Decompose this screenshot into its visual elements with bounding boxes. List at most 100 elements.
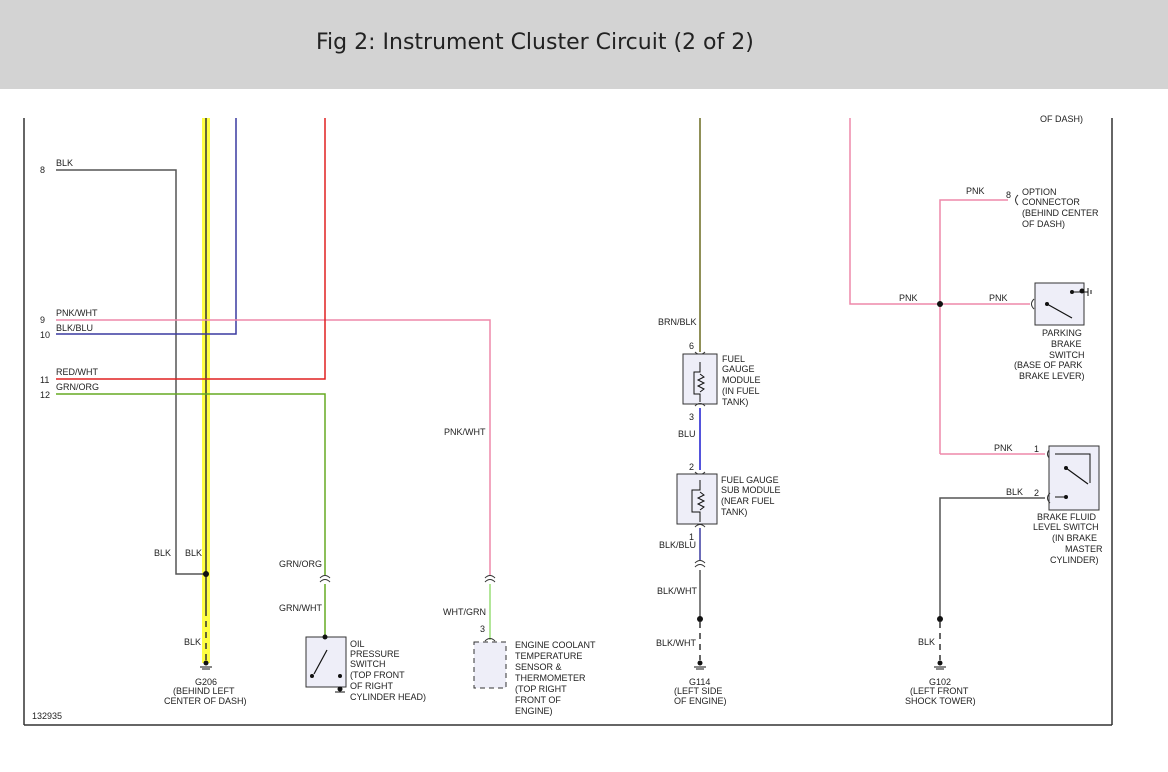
park-pnk-right-label: PNK [989, 293, 1008, 303]
pin-10: 10 [40, 330, 50, 340]
fluid-pin-1: 1 [1034, 444, 1039, 454]
pin-11: 11 [40, 375, 49, 385]
brake-circuit: PNK 8 OPTION CONNECTOR (BEHIND CENTER OF… [849, 118, 1103, 706]
fuel-sub-desc-2: SUB MODULE [721, 485, 781, 495]
wire-pnkwht [56, 319, 491, 575]
fuel-module-desc-1: FUEL [722, 354, 745, 364]
oil-connector-icon [319, 575, 331, 583]
oil-desc-1: OIL [350, 639, 365, 649]
fuel-pin-1: 1 [689, 532, 694, 542]
wire-label-redwht: RED/WHT [56, 367, 98, 377]
g206-blk-label-1: BLK [154, 548, 171, 558]
fluid-desc-3: (IN BRAKE [1052, 533, 1097, 543]
fuel-module-desc-4: (IN FUEL [722, 386, 760, 396]
g206-blk-label-3: BLK [184, 637, 201, 647]
fuel-pin-3: 3 [689, 412, 694, 422]
option-desc-1: OPTION [1022, 187, 1057, 197]
coolant-connector-icon [484, 575, 496, 583]
g102-desc-2: SHOCK TOWER) [905, 696, 976, 706]
park-desc-2: BRAKE [1051, 339, 1082, 349]
fluid-blk-label: BLK [1006, 487, 1023, 497]
g114-desc-2: OF ENGINE) [674, 696, 727, 706]
park-desc-3: SWITCH [1049, 350, 1085, 360]
fuel-module-desc-2: GAUGE [722, 364, 755, 374]
wire-label-blk: BLK [56, 158, 73, 168]
oil-desc-2: PRESSURE [350, 649, 400, 659]
fuel-wire-blkwht-1: BLK/WHT [657, 586, 698, 596]
g102-name: G102 [929, 677, 951, 687]
coolant-desc-7: ENGINE) [515, 706, 553, 716]
fluid-desc-5: CYLINDER) [1050, 555, 1099, 565]
wire-grnorg [56, 393, 326, 575]
pin-8: 8 [40, 165, 45, 175]
fuel-wire-blkblu-label: BLK/BLU [659, 540, 696, 550]
oil-switch-box [305, 636, 347, 688]
pin-12: 12 [40, 390, 50, 400]
fuel-sub-desc-4: TANK) [721, 507, 747, 517]
coolant-sensor-box [473, 641, 507, 689]
park-pnk-left-label: PNK [899, 293, 918, 303]
page-title: Fig 2: Instrument Cluster Circuit (2 of … [316, 30, 754, 55]
oil-switch-icon [313, 649, 328, 675]
wire-blk-pin8 [56, 169, 206, 575]
wire-redwht [56, 118, 326, 380]
fuel-sub-desc-3: (NEAR FUEL [721, 496, 775, 506]
coolant-desc-5: (TOP RIGHT [515, 684, 567, 694]
g206-ground: BLK BLK BLK G206 (BEHIND LEFT CENTER OF … [154, 548, 247, 706]
g114-desc-1: (LEFT SIDE [674, 686, 722, 696]
coolant-desc-4: THERMOMETER [515, 673, 586, 683]
fuel-gauge-sub-module-box [676, 473, 718, 525]
brake-fluid-switch-box [1048, 445, 1100, 511]
park-desc-4: (BASE OF PARK [1014, 360, 1082, 370]
fuel-gauge-circuit: BRN/BLK 6 3 FUEL GAUGE MODULE (IN FUEL T… [656, 118, 781, 706]
oil-desc-4: (TOP FRONT [350, 670, 405, 680]
g102-desc-1: (LEFT FRONT [910, 686, 969, 696]
g206-desc-2: CENTER OF DASH) [164, 696, 247, 706]
fuel-wire-top-label: BRN/BLK [658, 317, 697, 327]
option-desc-3: (BEHIND CENTER [1022, 208, 1099, 218]
g206-desc-1: (BEHIND LEFT [173, 686, 235, 696]
g114-name: G114 [689, 677, 710, 687]
oil-wire-top-label: GRN/ORG [279, 559, 322, 569]
fuel-connector-icon [694, 560, 706, 568]
fuel-wire-mid-label: BLU [678, 429, 696, 439]
oil-pressure-switch: GRN/ORG GRN/WHT OIL PRESSURE SWITCH (TOP… [279, 559, 426, 702]
brake-fluid-switch-icon [1065, 467, 1089, 485]
fluid-desc-2: LEVEL SWITCH [1033, 522, 1099, 532]
parking-brake-switch-box [1034, 282, 1085, 326]
fuel-sub-desc-1: FUEL GAUGE [721, 475, 779, 485]
fuel-wire-blkwht-2: BLK/WHT [656, 638, 697, 648]
header-bar: Fig 2: Instrument Cluster Circuit (2 of … [0, 0, 1168, 89]
option-desc-2: CONNECTOR [1022, 197, 1080, 207]
oil-desc-3: SWITCH [350, 659, 386, 669]
wire-label-pnkwht: PNK/WHT [56, 308, 98, 318]
coolant-wire-mid-label: PNK/WHT [444, 427, 486, 437]
park-desc-1: PARKING [1042, 328, 1082, 338]
pin-9: 9 [40, 315, 45, 325]
fuel-pin-2: 2 [689, 462, 694, 472]
g206-blk-label-2: BLK [185, 548, 202, 558]
fuel-module-desc-3: MODULE [722, 375, 761, 385]
wire-label-blkblu: BLK/BLU [56, 323, 93, 333]
wire-blkblu [56, 118, 237, 335]
oil-wire-bottom-label: GRN/WHT [279, 603, 322, 613]
coolant-desc-6: FRONT OF [515, 695, 561, 705]
option-pnk-label: PNK [966, 186, 985, 196]
coolant-pin: 3 [480, 624, 485, 634]
oil-desc-6: CYLINDER HEAD) [350, 692, 426, 702]
oil-desc-5: OF RIGHT [350, 681, 393, 691]
fluid-desc-4: MASTER [1065, 544, 1103, 554]
parking-brake-switch-icon [1046, 303, 1073, 319]
coolant-wire-bottom-label: WHT/GRN [443, 607, 486, 617]
fuel-sub-resistor-icon [691, 480, 701, 522]
option-desc-4: OF DASH) [1022, 219, 1065, 229]
g206-name: G206 [195, 677, 217, 687]
coolant-sensor: PNK/WHT WHT/GRN 3 ENGINE COOLANT TEMPERA… [443, 427, 596, 716]
wire-label-grnorg: GRN/ORG [56, 382, 99, 392]
park-desc-5: BRAKE LEVER) [1019, 371, 1085, 381]
g102-blk-label: BLK [918, 637, 935, 647]
top-cut-label: OF DASH) [1040, 114, 1083, 124]
diagram-id: 132935 [32, 711, 62, 721]
left-connector: 8 9 10 11 12 BLK PNK/WHT BLK/BLU RED/WHT… [40, 158, 99, 400]
